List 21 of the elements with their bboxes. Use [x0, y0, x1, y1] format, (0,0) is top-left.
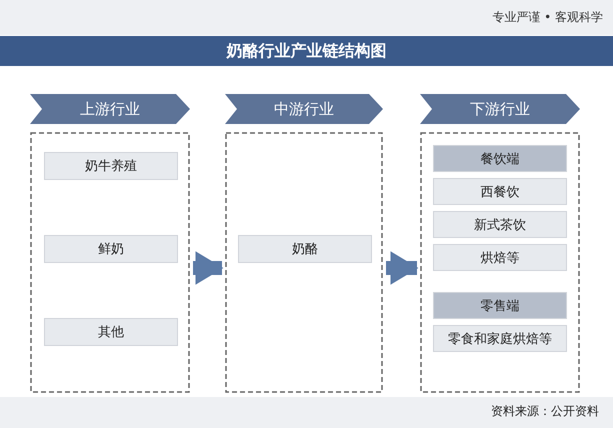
item-box: 鲜奶: [44, 235, 178, 263]
item-box: 零食和家庭烘焙等: [433, 325, 567, 352]
item-box: 其他: [44, 318, 178, 346]
item-box: 西餐饮: [433, 178, 567, 205]
item-box: 新式茶饮: [433, 211, 567, 238]
slogan-text: 专业严谨 • 客观科学: [492, 9, 603, 26]
item-box: 奶牛养殖: [44, 152, 178, 180]
stage-panel: [225, 94, 383, 393]
stage-heading: 上游行业: [79, 98, 141, 120]
stage-panel: [30, 94, 190, 393]
stage-panel: [420, 94, 580, 393]
category-box: 餐饮端: [433, 145, 567, 172]
category-box: 零售端: [433, 292, 567, 319]
stage-heading: 下游行业: [469, 98, 531, 120]
block-arrow: [193, 251, 224, 285]
item-box: 奶酪: [238, 235, 372, 263]
title-banner: 奶酪行业产业链结构图: [0, 36, 613, 66]
block-arrow: [386, 251, 418, 285]
stage-heading: 中游行业: [273, 98, 335, 120]
item-box: 烘焙等: [433, 244, 567, 271]
source-note: 资料来源：公开资料: [491, 403, 599, 420]
